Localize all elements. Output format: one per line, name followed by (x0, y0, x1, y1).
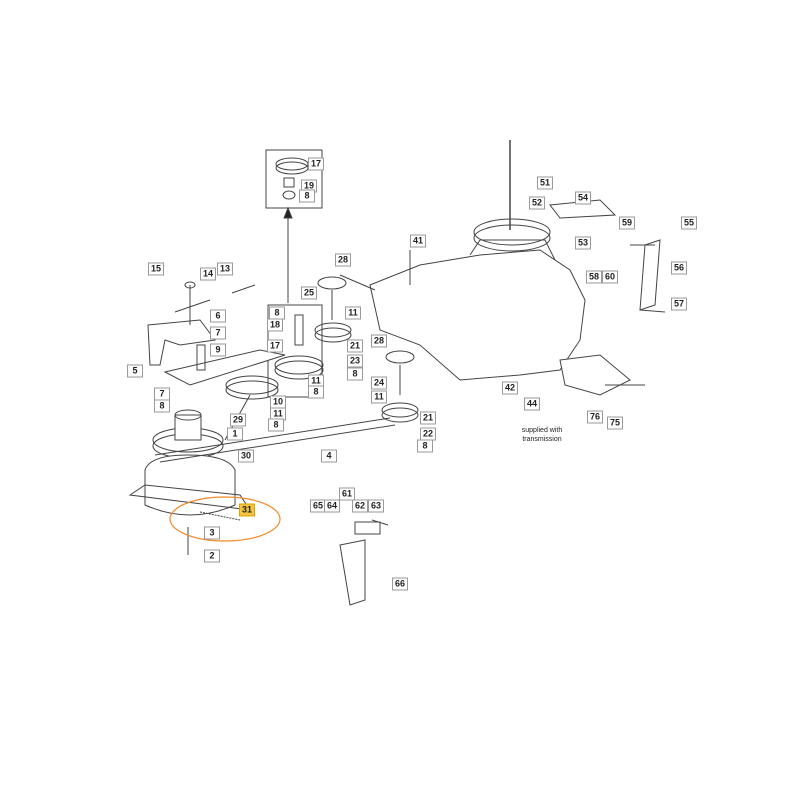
part-label-21[interactable]: 21 (346, 339, 364, 353)
part-label-13[interactable]: 13 (216, 262, 234, 276)
part-label-25[interactable]: 25 (300, 286, 318, 300)
part-label-7[interactable]: 7 (210, 326, 226, 340)
part-label-62[interactable]: 62 (351, 499, 369, 513)
part-label-8[interactable]: 8 (268, 418, 284, 432)
part-label-76[interactable]: 76 (586, 410, 604, 424)
part-label-24[interactable]: 24 (370, 376, 388, 390)
part-label-5[interactable]: 5 (127, 364, 143, 378)
transmission-note: supplied with transmission (521, 427, 563, 443)
part-label-28[interactable]: 28 (370, 334, 388, 348)
part-label-55[interactable]: 55 (680, 216, 698, 230)
part-label-14[interactable]: 14 (199, 267, 217, 281)
part-label-3[interactable]: 3 (204, 526, 220, 540)
part-label-2[interactable]: 2 (204, 549, 220, 563)
part-label-75[interactable]: 75 (606, 416, 624, 430)
part-label-44[interactable]: 44 (523, 397, 541, 411)
part-label-23[interactable]: 23 (346, 354, 364, 368)
part-label-63[interactable]: 63 (367, 499, 385, 513)
part-label-11[interactable]: 11 (371, 390, 387, 404)
part-label-64[interactable]: 64 (323, 499, 341, 513)
part-label-28[interactable]: 28 (334, 253, 352, 267)
part-label-8[interactable]: 8 (347, 367, 363, 381)
highlight-circle (169, 496, 281, 542)
part-label-66[interactable]: 66 (391, 577, 409, 591)
part-label-60[interactable]: 60 (601, 270, 619, 284)
part-label-8[interactable]: 8 (299, 189, 315, 203)
part-label-30[interactable]: 30 (237, 449, 255, 463)
part-label-61[interactable]: 61 (338, 487, 356, 501)
part-label-52[interactable]: 52 (528, 196, 546, 210)
part-label-29[interactable]: 29 (229, 413, 247, 427)
part-label-53[interactable]: 53 (574, 236, 592, 250)
part-label-56[interactable]: 56 (670, 261, 688, 275)
part-label-11[interactable]: 11 (270, 407, 286, 421)
part-label-51[interactable]: 51 (536, 176, 554, 190)
part-label-11[interactable]: 11 (345, 306, 361, 320)
part-label-18[interactable]: 18 (266, 318, 284, 332)
part-label-58[interactable]: 58 (585, 270, 603, 284)
part-label-8[interactable]: 8 (154, 399, 170, 413)
part-label-59[interactable]: 59 (618, 216, 636, 230)
part-label-42[interactable]: 42 (501, 381, 519, 395)
part-label-57[interactable]: 57 (670, 297, 688, 311)
part-label-65[interactable]: 65 (309, 499, 327, 513)
part-label-8[interactable]: 8 (417, 439, 433, 453)
part-label-8[interactable]: 8 (308, 385, 324, 399)
part-label-41[interactable]: 41 (409, 234, 427, 248)
part-label-54[interactable]: 54 (574, 191, 592, 205)
part-label-6[interactable]: 6 (210, 309, 226, 323)
part-label-4[interactable]: 4 (321, 449, 337, 463)
inset-frame (265, 149, 323, 209)
part-label-9[interactable]: 9 (210, 343, 226, 357)
part-label-17[interactable]: 17 (307, 157, 325, 171)
part-label-17[interactable]: 17 (266, 339, 284, 353)
part-label-21[interactable]: 21 (419, 411, 437, 425)
part-label-31[interactable]: 31 (238, 503, 256, 517)
part-label-15[interactable]: 15 (147, 262, 165, 276)
part-label-1[interactable]: 1 (227, 427, 243, 441)
